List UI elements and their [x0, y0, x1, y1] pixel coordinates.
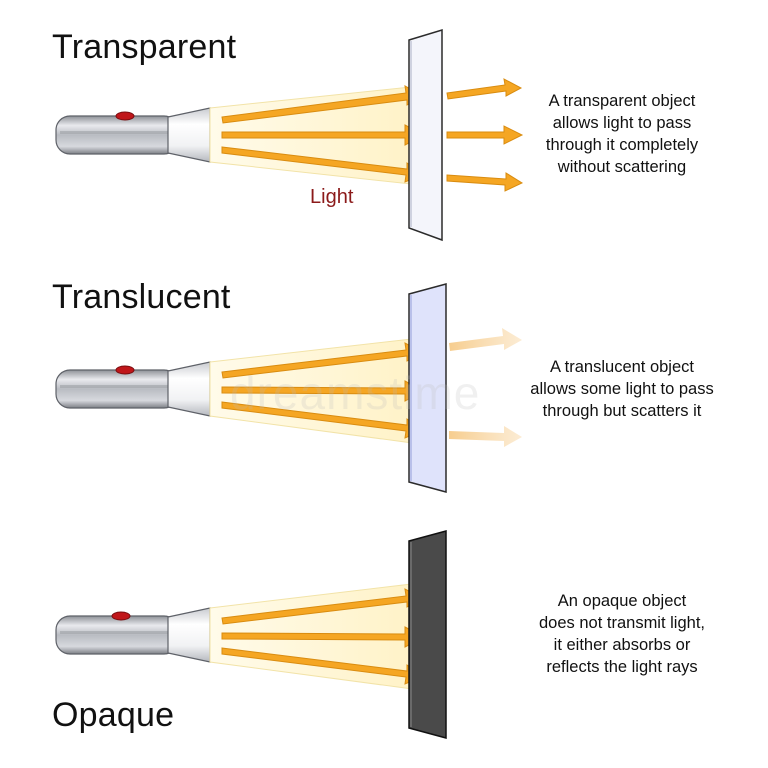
- description-line: through but scatters it: [542, 402, 702, 420]
- description-line: through it completely: [545, 136, 699, 154]
- description-line: allows some light to pass: [530, 380, 714, 398]
- power-switch-icon: [115, 365, 135, 375]
- flashlight-icon: [55, 607, 211, 663]
- scattered-ray-arrow: [449, 426, 522, 447]
- translucent-heading: Translucent: [52, 278, 231, 316]
- transparent-panel: [55, 28, 524, 242]
- transparent-glass-pane: [408, 28, 443, 242]
- light-label: Light: [310, 186, 354, 208]
- transparent-description: A transparent object allows light to pas…: [512, 90, 732, 178]
- watermark: dreamstime: [230, 367, 481, 419]
- description-line: reflects the light rays: [546, 658, 698, 676]
- description-line: An opaque object: [557, 592, 687, 610]
- power-switch-icon: [111, 611, 131, 621]
- description-line: A transparent object: [548, 92, 696, 110]
- description-line: allows light to pass: [552, 114, 692, 132]
- power-switch-icon: [115, 111, 135, 121]
- transparent-heading: Transparent: [52, 28, 237, 66]
- translucent-description: A translucent object allows some light t…: [512, 356, 732, 422]
- translucent-panel: [55, 283, 522, 493]
- outgoing-ray-arrow: [446, 78, 523, 100]
- description-line: without scattering: [557, 158, 687, 176]
- scattered-rays: [449, 328, 522, 447]
- outgoing-ray-arrow: [446, 125, 524, 145]
- outgoing-rays: [446, 78, 524, 192]
- description-line: it either absorbs or: [553, 636, 691, 654]
- translucent-frosted-pane: [408, 283, 447, 493]
- opaque-panel: [55, 530, 447, 739]
- flashlight-icon: [55, 361, 211, 417]
- flashlight-icon: [55, 107, 211, 163]
- opaque-heading: Opaque: [52, 696, 175, 734]
- description-line: A translucent object: [549, 358, 694, 376]
- outgoing-ray-arrow: [446, 172, 524, 192]
- opaque-solid-pane: [408, 530, 447, 739]
- scattered-ray-arrow: [449, 328, 522, 351]
- description-line: does not transmit light,: [539, 614, 705, 632]
- opaque-description: An opaque object does not transmit light…: [512, 590, 732, 678]
